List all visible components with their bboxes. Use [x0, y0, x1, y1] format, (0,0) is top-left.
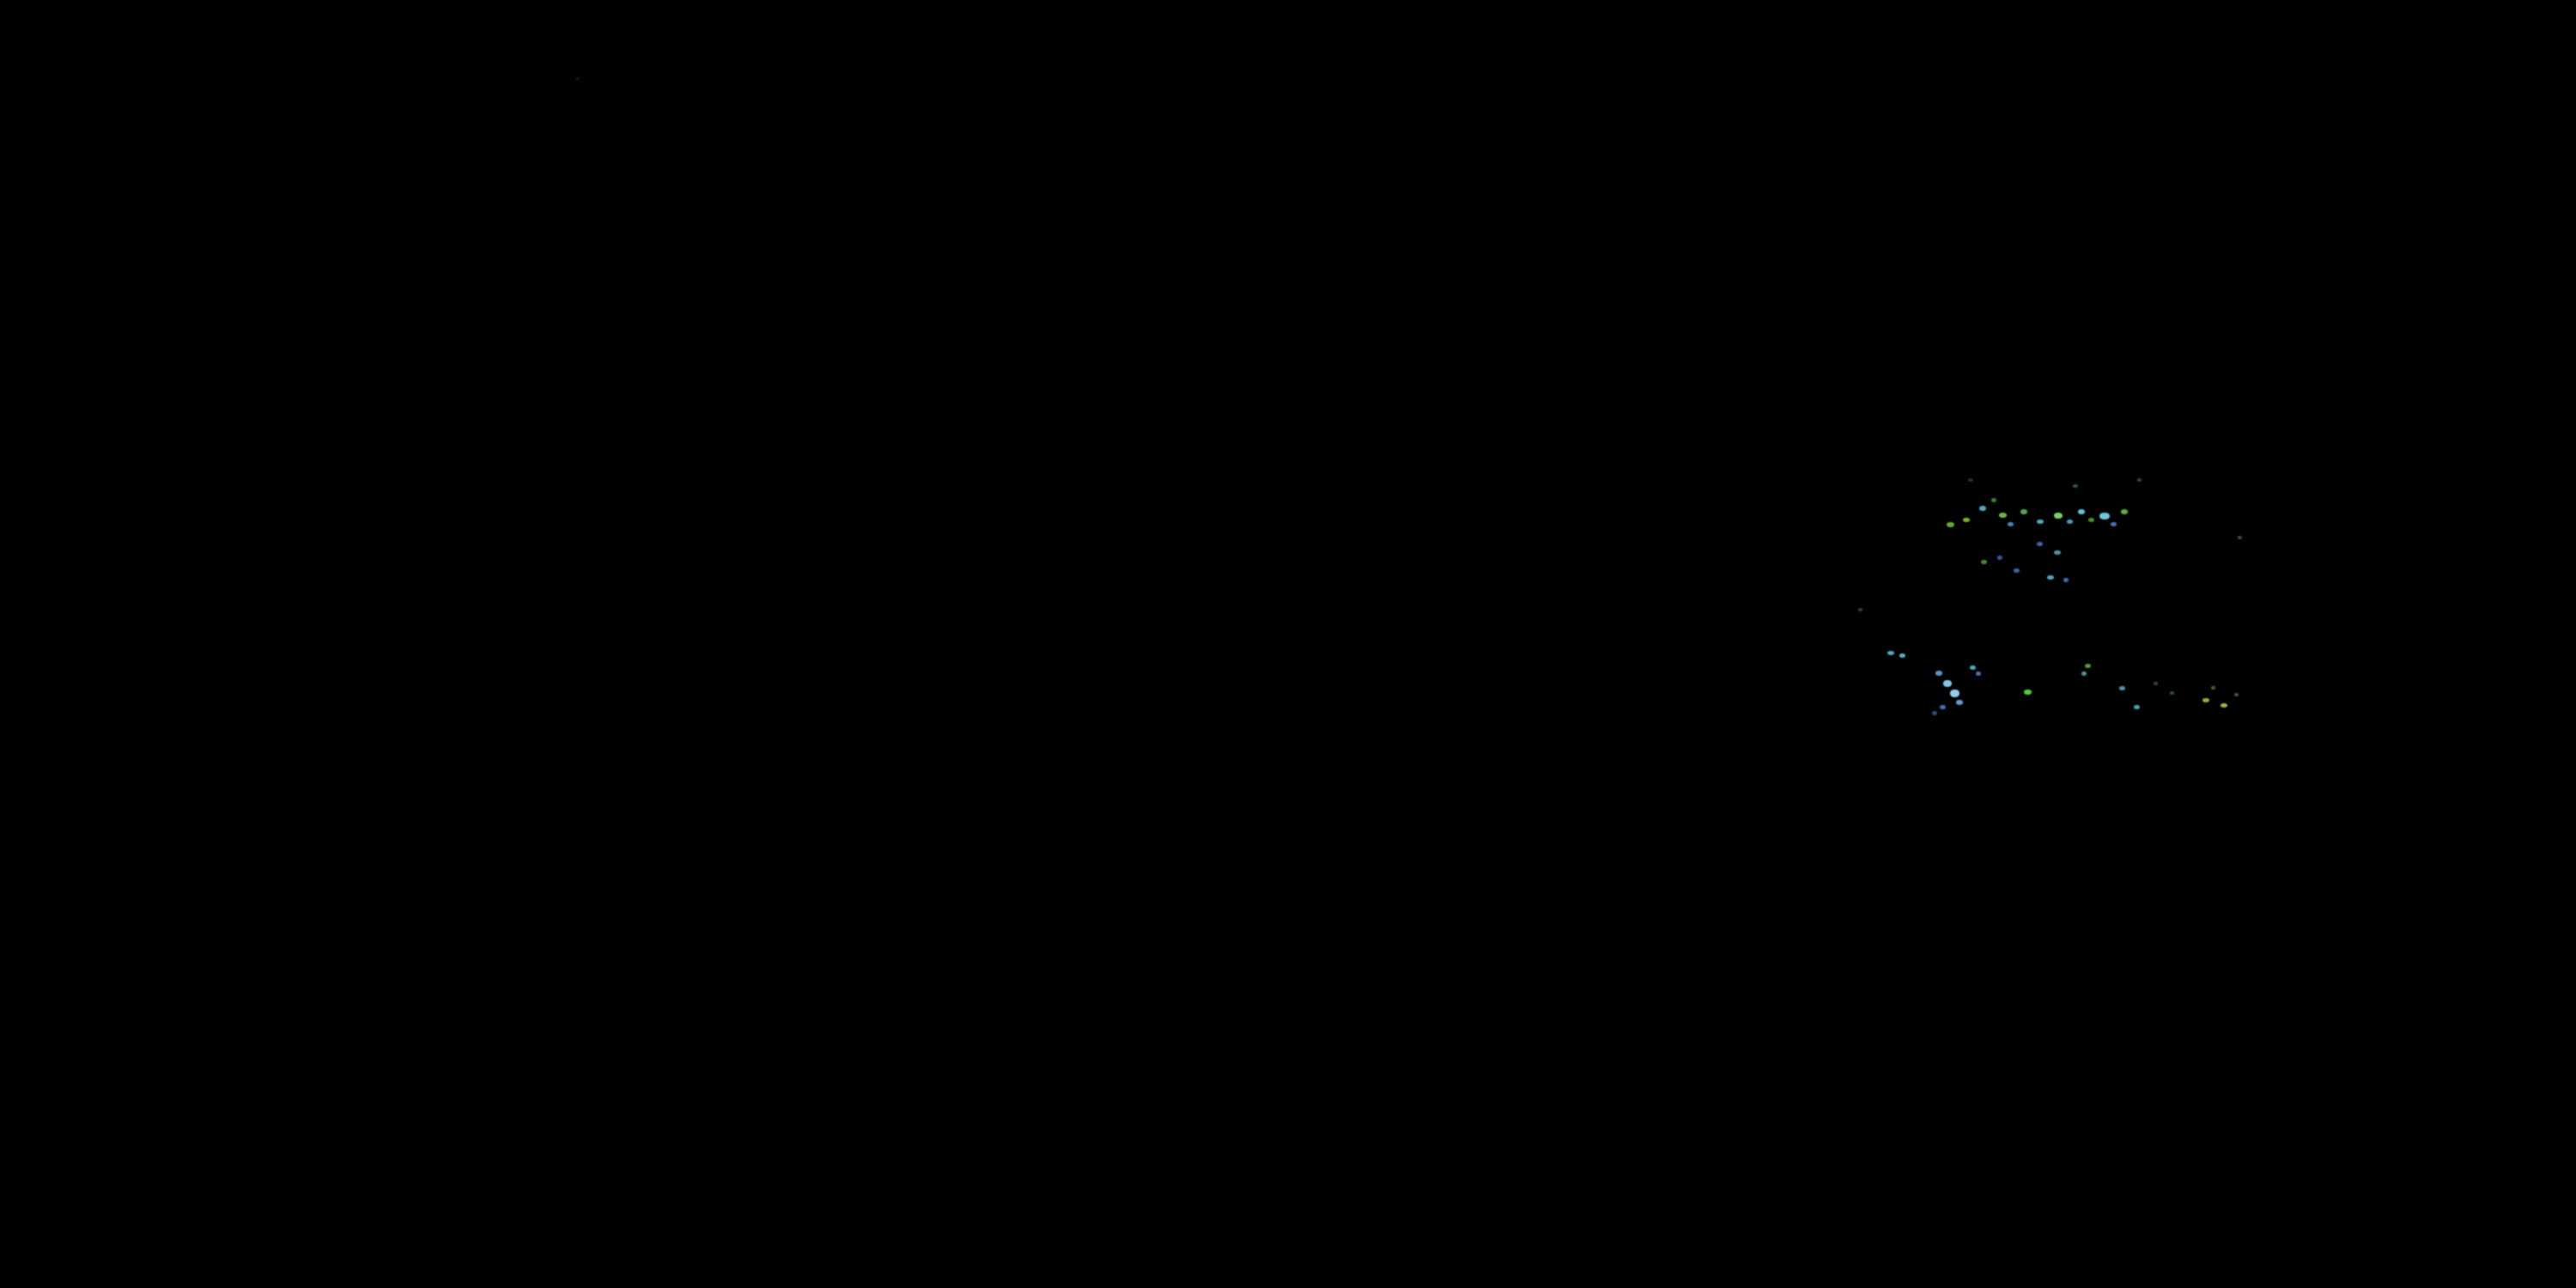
speckle	[1997, 556, 2002, 560]
speckle	[2073, 484, 2078, 488]
speckle	[2014, 568, 2020, 573]
speckle	[1991, 498, 1996, 502]
speckle	[2008, 522, 2014, 526]
speckle	[1858, 608, 1862, 611]
speckle	[2119, 686, 2125, 690]
speckle	[2037, 519, 2044, 524]
speckle	[2088, 518, 2094, 522]
speckle	[2063, 578, 2069, 582]
speckle	[1976, 671, 1981, 676]
speckle	[1899, 653, 1905, 658]
speckle	[2054, 550, 2061, 555]
speckle	[575, 77, 580, 80]
speckle	[2238, 536, 2242, 539]
speckle	[2154, 682, 2158, 685]
speckle	[2121, 509, 2128, 514]
speckle	[1887, 651, 1894, 655]
speckle	[1935, 671, 1942, 676]
speckle	[1968, 478, 1973, 482]
speckle	[1956, 700, 1963, 705]
speckle	[1963, 518, 1970, 522]
speckle	[2054, 513, 2063, 519]
speckle	[2211, 686, 2215, 690]
speckle	[2067, 519, 2073, 524]
speckle	[2111, 522, 2117, 526]
speckle	[2134, 705, 2140, 709]
speckle	[2137, 478, 2142, 482]
speckle	[1950, 690, 1959, 697]
speckle	[2024, 690, 2032, 695]
speckle	[1970, 665, 1976, 670]
speckle	[2020, 509, 2027, 514]
speckle	[1979, 506, 1986, 511]
speckle	[2202, 698, 2209, 702]
speckle	[1981, 560, 1987, 564]
speckle	[2099, 513, 2110, 519]
speckle	[1932, 711, 1937, 715]
speckle	[2081, 671, 2087, 676]
speckle	[2085, 664, 2091, 668]
speckle	[1947, 522, 1954, 527]
speckle	[1943, 680, 1952, 687]
speckle	[1940, 705, 1946, 709]
speckle	[2037, 542, 2043, 546]
speckle	[2221, 703, 2227, 708]
speckle	[1999, 513, 2007, 518]
speckle	[2047, 575, 2054, 580]
speckle	[2078, 509, 2085, 514]
speckle	[2234, 693, 2239, 696]
speckle	[2170, 691, 2174, 695]
